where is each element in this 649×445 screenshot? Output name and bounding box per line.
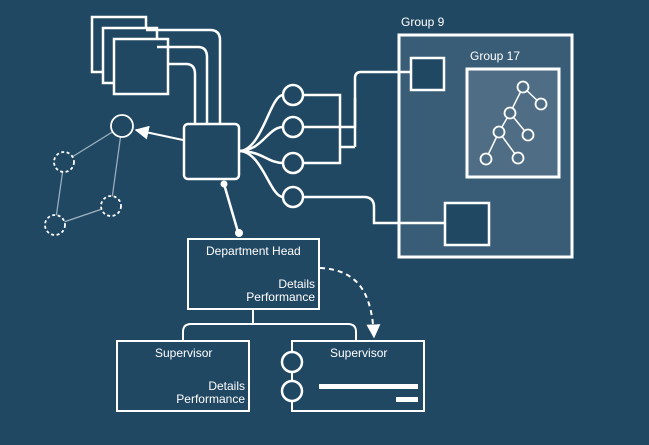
org-connectors <box>182 309 357 341</box>
fanout-connectors <box>238 93 284 199</box>
network-graph-node-solid[interactable] <box>110 114 134 138</box>
connector-endpoint-bottom <box>235 229 243 237</box>
supervisor-left-details: Details <box>208 379 245 393</box>
port-circle-3 <box>281 151 305 175</box>
hub-to-department-connector <box>222 183 240 233</box>
stacked-pages-icon[interactable] <box>90 15 170 96</box>
port-circle-2 <box>281 115 305 139</box>
group-9-top-node[interactable] <box>409 56 446 92</box>
port-connectors <box>303 70 445 225</box>
group-17-tree-nodes[interactable] <box>479 80 548 166</box>
port-circle-4 <box>281 185 305 209</box>
connector-endpoint-top <box>220 180 228 188</box>
group-9-bottom-node[interactable] <box>443 201 491 247</box>
department-head-title: Department Head <box>206 244 301 258</box>
hub-to-graph-arrow <box>134 125 184 141</box>
group-9-label: Group 9 <box>401 15 445 29</box>
department-head-performance: Performance <box>246 290 315 304</box>
supervisor-right-bar-long <box>319 384 418 389</box>
supervisor-left-box[interactable] <box>116 340 250 412</box>
supervisor-left-title: Supervisor <box>155 346 213 360</box>
department-head-box[interactable] <box>187 238 320 310</box>
central-hub-node[interactable] <box>182 122 241 181</box>
department-head-details: Details <box>278 277 315 291</box>
port-circle-1 <box>281 83 305 107</box>
pages-connectors <box>146 28 222 124</box>
network-graph-nodes-dashed[interactable] <box>44 151 122 236</box>
supervisor-right-bar-short <box>396 397 418 402</box>
supervisor-left-performance: Performance <box>176 392 245 406</box>
supervisor-right-circles[interactable] <box>280 350 304 403</box>
dashed-reporting-arrow <box>319 267 381 339</box>
port-circles[interactable] <box>281 83 305 209</box>
group-17-label: Group 17 <box>470 49 521 63</box>
supervisor-right-title: Supervisor <box>330 346 388 360</box>
